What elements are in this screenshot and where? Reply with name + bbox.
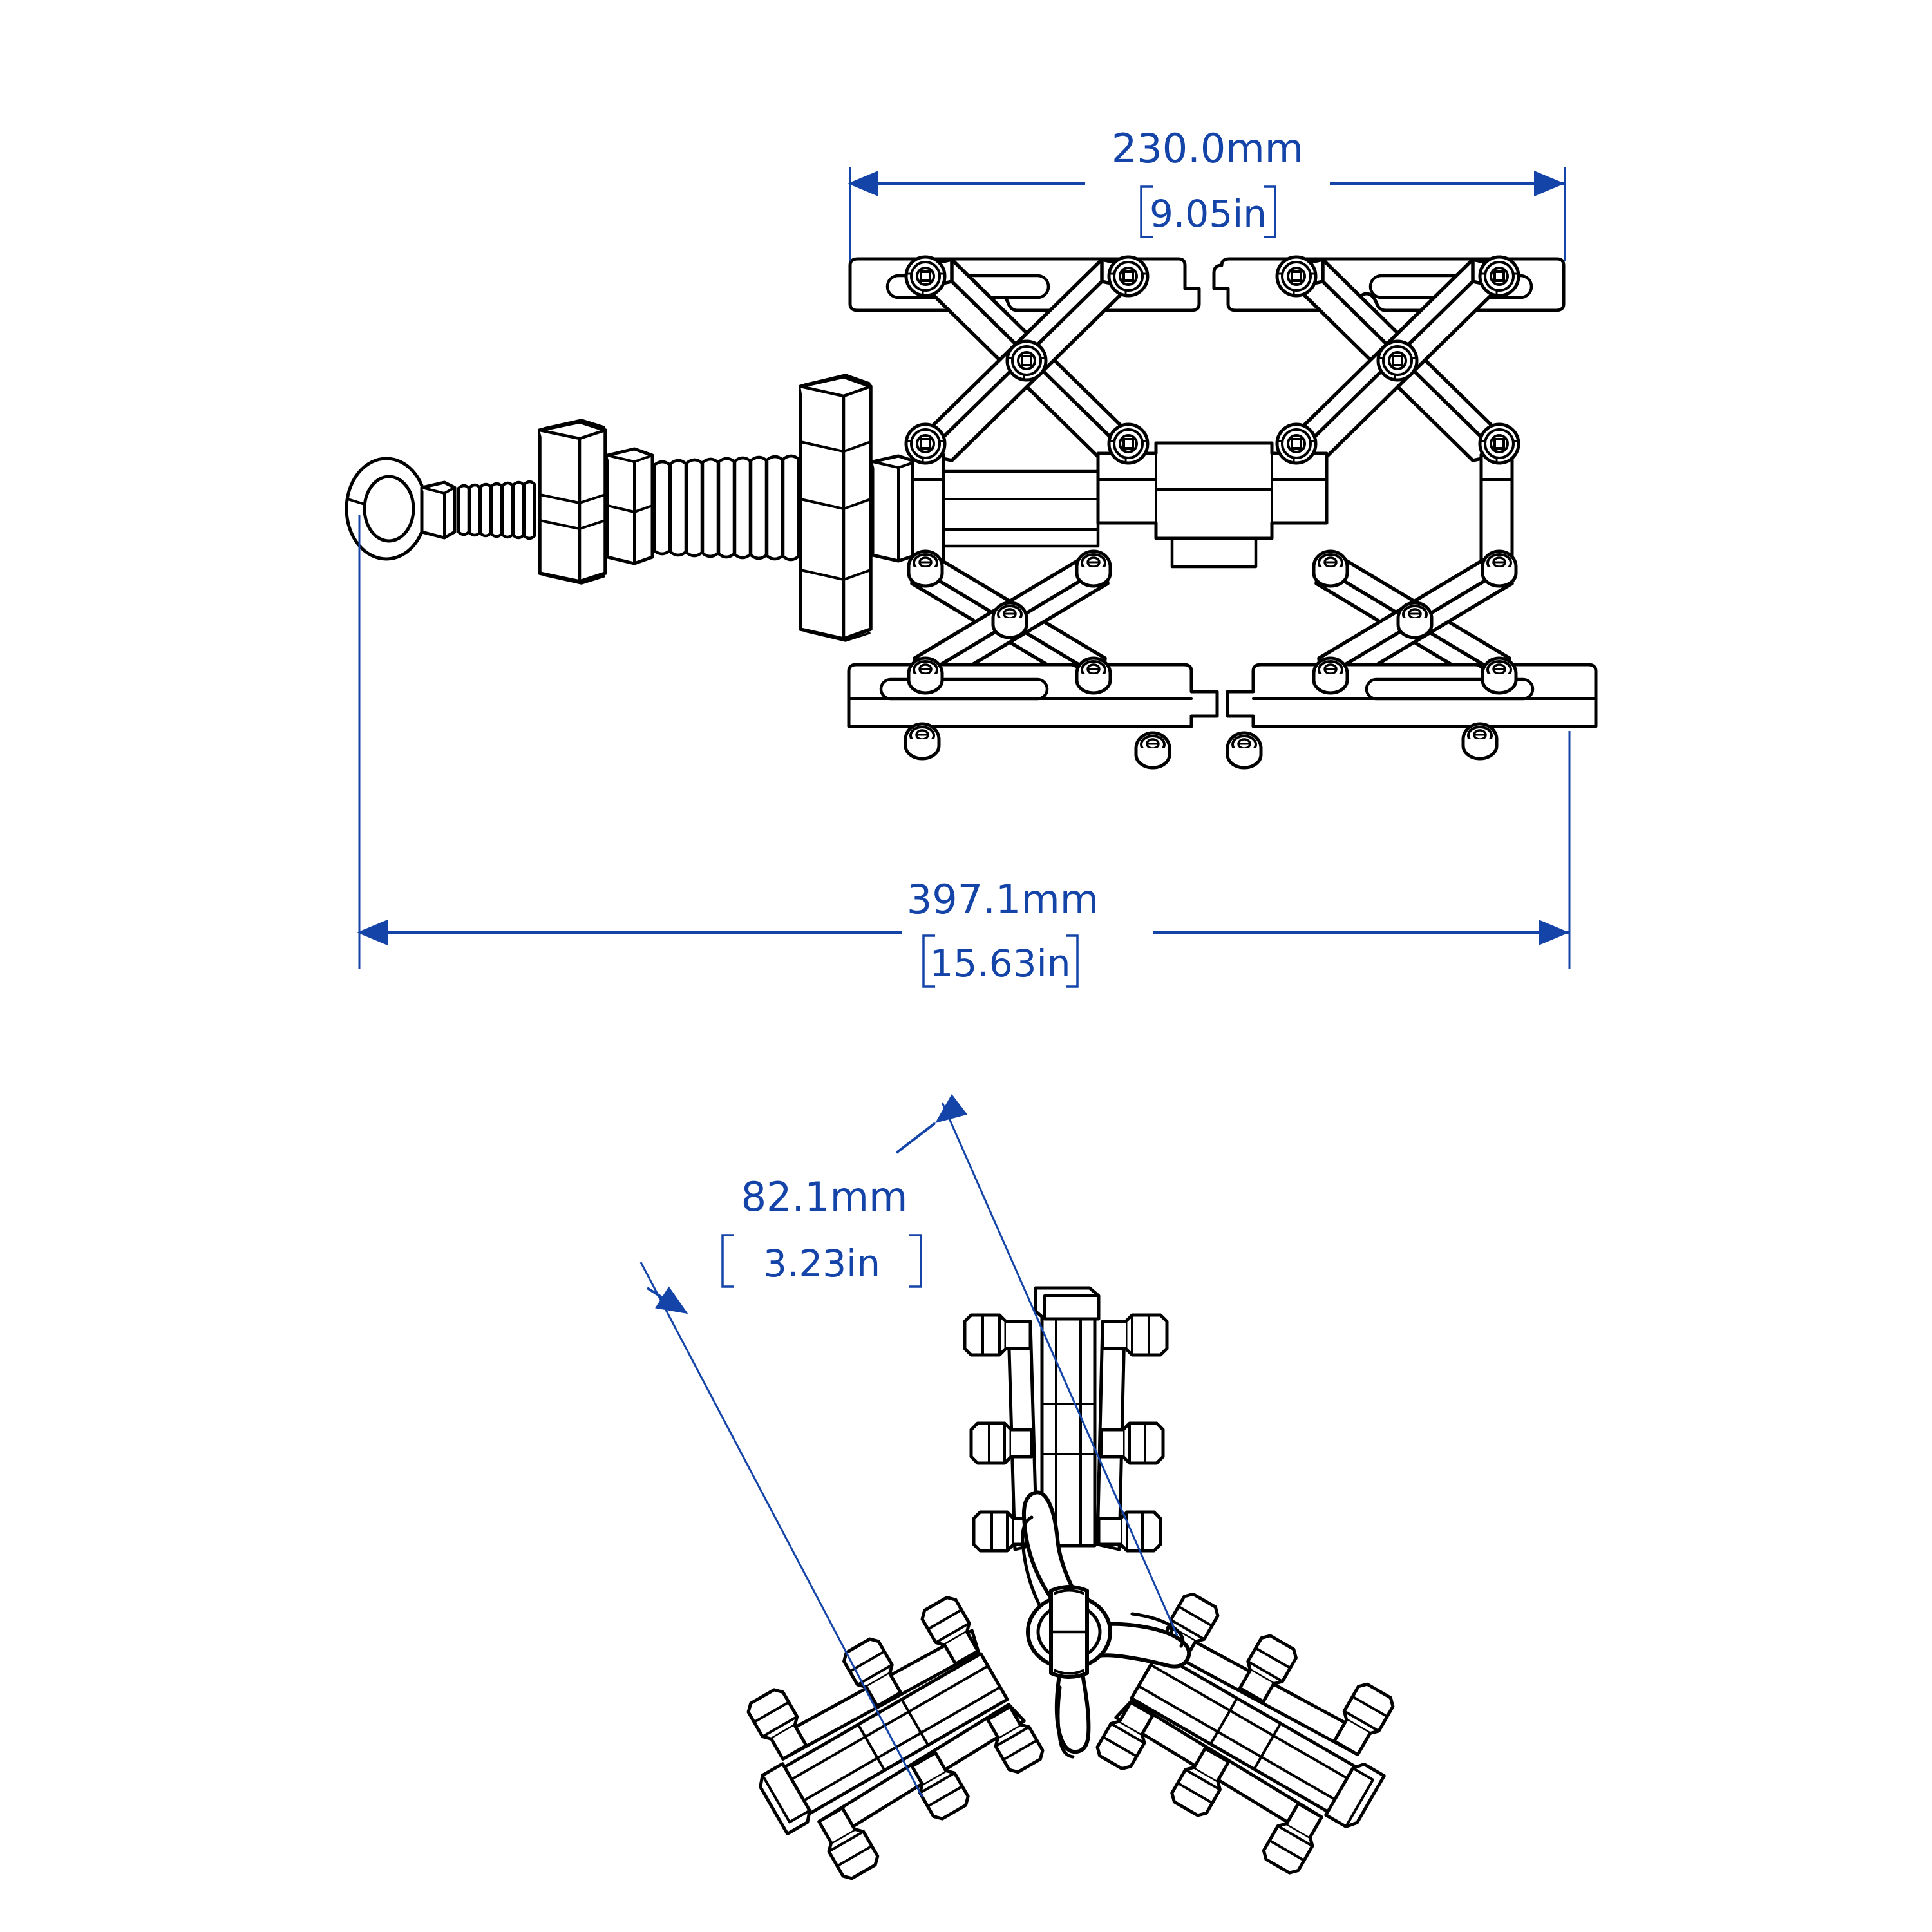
lower-pad-plate-left (847, 663, 1219, 728)
leg-bolt (842, 1637, 903, 1708)
leg-assembly-lower-left (1095, 1592, 1395, 1875)
leg-bolt (910, 1751, 970, 1821)
pivot-boss-ur-mid (1378, 341, 1417, 380)
foot-left-outer (905, 724, 939, 759)
leg-length-brackets (721, 1234, 922, 1288)
pivot-boss-ul-1 (906, 257, 945, 296)
side-elevation-view (345, 257, 1598, 768)
overall-length-brackets (922, 934, 1079, 988)
leg-bolt (1262, 1802, 1323, 1875)
pivot-boss-ur-2 (1480, 257, 1519, 296)
knurled-knob-small (538, 419, 607, 585)
overall-length-mm-label: 397.1mm (907, 876, 1099, 923)
leg-length-mm-label: 82.1mm (741, 1173, 908, 1220)
pivot-boss-ul-4 (1109, 424, 1148, 463)
axial-end-view (746, 1286, 1395, 1880)
pivot-boss-lr-2 (1482, 551, 1516, 586)
flange-washer (871, 454, 918, 563)
extension-line-upper (941, 1102, 1179, 1636)
pivot-boss-ll-mid (993, 603, 1027, 638)
leg-bolt (969, 1421, 1034, 1465)
leg-bolt (1095, 1700, 1155, 1770)
pivot-boss-ul-3 (906, 424, 945, 463)
leg-bolt (746, 1688, 808, 1761)
leg-bolt (1332, 1682, 1395, 1757)
foot-left-inner (1136, 733, 1170, 768)
centre-body-tab (1170, 536, 1258, 569)
knurled-knob-large (799, 374, 873, 642)
pivot-boss-lr-mid (1398, 603, 1432, 638)
dimension-line-lower (646, 1286, 688, 1314)
leg-bolt (1238, 1634, 1298, 1703)
pivot-boss-lr-1 (1314, 551, 1347, 586)
pivot-boss-ll-1 (909, 551, 942, 586)
width-dimension-inch-label: 9.05in (1150, 192, 1267, 236)
threaded-rod-section-2 (652, 454, 800, 562)
threaded-rod-section-1 (453, 480, 536, 540)
foot-right-outer (1463, 724, 1497, 759)
hex-nut (605, 447, 654, 565)
overall-length-inch-label: 15.63in (930, 942, 1071, 985)
leg-bolt (920, 1596, 980, 1666)
leg-bolt (963, 1313, 1032, 1357)
pivot-boss-lr-4 (1482, 658, 1516, 693)
pivot-boss-ul-2 (1109, 257, 1148, 296)
leg-bolt (986, 1705, 1045, 1774)
pivot-boss-ll-2 (1077, 551, 1110, 586)
eye-bolt (345, 457, 457, 561)
foot-right-inner (1227, 733, 1261, 768)
leg-assembly-upper (963, 1286, 1169, 1553)
pivot-boss-ll-4 (1077, 658, 1110, 693)
width-dimension-brackets (1140, 185, 1276, 238)
leg-bolt (1097, 1510, 1162, 1553)
extension-line-lower (639, 1262, 923, 1797)
lower-pad-plate-right (1226, 663, 1598, 728)
width-dimension-mm-label: 230.0mm (1112, 125, 1303, 172)
spider-hub (1021, 1490, 1191, 1759)
centre-body-block (1096, 441, 1329, 540)
pivot-boss-ur-3 (1277, 424, 1316, 463)
pivot-boss-lr-3 (1314, 658, 1347, 693)
overall-length-dimension: 397.1mm 15.63in (357, 515, 1571, 988)
pivot-boss-ur-1 (1277, 257, 1316, 296)
leg-bolt (817, 1806, 880, 1880)
dimension-line-upper (895, 1094, 968, 1154)
drive-shaft (914, 469, 1100, 548)
pivot-boss-ur-4 (1480, 424, 1519, 463)
width-dimension: 230.0mm 9.05in (848, 125, 1566, 261)
pivot-boss-ll-3 (909, 658, 942, 693)
leg-bolt (1101, 1313, 1169, 1357)
leg-bolt (1099, 1421, 1165, 1465)
leg-bolt (1170, 1747, 1231, 1817)
leg-length-inch-label: 3.23in (763, 1242, 880, 1285)
leg-length-dimension: 82.1mm 3.23in (639, 1094, 1179, 1797)
pivot-boss-ul-mid (1007, 341, 1046, 380)
